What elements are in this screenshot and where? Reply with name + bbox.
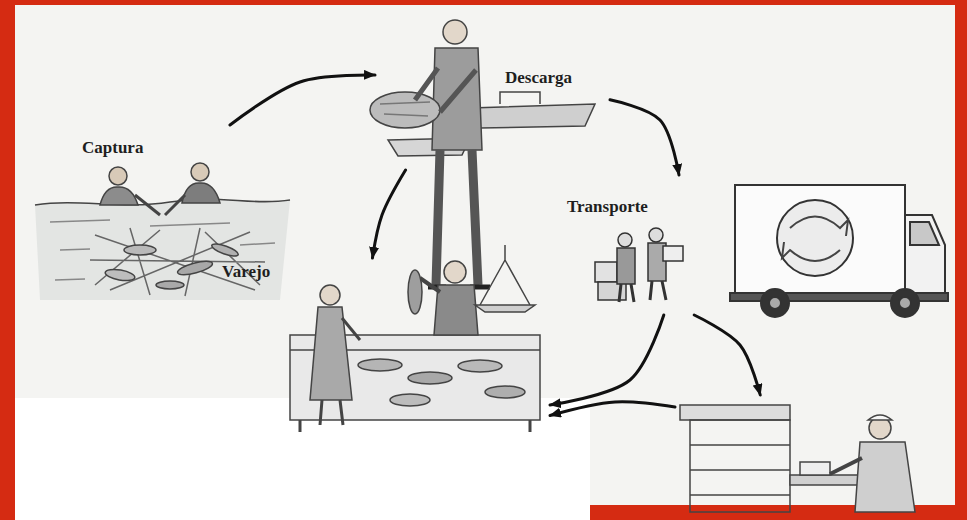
fishing-sketch-part [104, 267, 135, 282]
illustration-node: Descarga [375, 40, 610, 170]
retail-sketch-part [475, 305, 535, 312]
truck-sketch-part [761, 289, 789, 317]
flow-arrow [610, 100, 679, 175]
truck-sketch-part [663, 246, 683, 261]
retail-sketch-part [342, 318, 360, 340]
retail-sketch [290, 245, 540, 432]
retail-sketch-part [485, 386, 525, 398]
truck-sketch-part [649, 228, 663, 242]
flow-arrow [372, 170, 405, 258]
retail-sketch-part [420, 278, 440, 292]
fishing-sketch-part [35, 199, 290, 205]
retail-sketch-part [320, 400, 343, 425]
fishing-sketch-part [109, 167, 127, 185]
flow-arrow [694, 315, 760, 395]
truck-sketch-part [777, 200, 853, 276]
unloading-sketch-part [370, 92, 440, 128]
unloading-sketch-part [470, 104, 595, 128]
retail-sketch-part [408, 270, 422, 314]
processing-sketch [680, 405, 915, 512]
processing-sketch-part [830, 458, 862, 474]
fishing-sketch-part [191, 163, 209, 181]
retail-sketch-part [358, 359, 402, 371]
flow-arrow [550, 315, 664, 405]
fishing-sketch-part [100, 187, 138, 205]
retail-sketch-part [300, 420, 530, 432]
stage-label: Descarga [505, 68, 572, 88]
fishing-sketch-part [35, 199, 290, 300]
retail-sketch-part [320, 285, 340, 305]
stage-label: Varejo [222, 262, 270, 282]
truck-sketch-part [905, 215, 945, 293]
processing-sketch-part [800, 462, 830, 475]
stage-label: Captura [82, 138, 143, 158]
truck-sketch-part [769, 297, 781, 309]
fishing-sketch-part [210, 241, 239, 258]
fishing-sketch-part [165, 195, 185, 215]
fishing-sketch-part [135, 195, 160, 215]
processing-sketch-part [868, 415, 892, 420]
unloading-sketch-part [500, 92, 540, 104]
unloading-sketch-part [415, 68, 476, 112]
stage-label: Transporte [567, 197, 648, 217]
unloading-sketch-part [436, 150, 478, 285]
unloading-sketch [370, 20, 595, 287]
illustration-node [675, 395, 950, 515]
fishing-sketch [35, 163, 290, 300]
retail-sketch-part [390, 394, 430, 406]
truck-sketch-part [618, 233, 632, 247]
processing-sketch-part [690, 445, 790, 495]
truck-sketch-part [782, 217, 848, 262]
processing-sketch-part [680, 405, 790, 420]
retail-sketch-part [444, 261, 466, 283]
truck-sketch [595, 185, 948, 317]
fishing-sketch-part [156, 281, 184, 289]
fishing-sketch-part [124, 245, 156, 255]
illustration-node: Varejo [215, 258, 550, 435]
truck-sketch-part [910, 222, 939, 245]
retail-sketch-part [434, 285, 478, 335]
truck-sketch-part [735, 185, 905, 293]
unloading-sketch-part [432, 48, 482, 150]
truck-sketch-part [650, 281, 666, 300]
truck-sketch-part [899, 297, 911, 309]
unloading-sketch-part [380, 102, 430, 116]
truck-sketch-part [617, 248, 635, 284]
flow-arrow [230, 75, 375, 125]
processing-sketch-part [690, 420, 790, 512]
truck-sketch-part [891, 289, 919, 317]
retail-sketch-part [480, 245, 530, 305]
flow-arrow [550, 402, 675, 416]
illustration-node: Transporte [565, 175, 945, 315]
unloading-sketch-part [443, 20, 467, 44]
fishing-sketch-part [176, 259, 213, 278]
retail-sketch-part [458, 360, 502, 372]
fishing-sketch-part [182, 183, 220, 203]
processing-sketch-part [855, 442, 915, 512]
retail-sketch-part [408, 372, 452, 384]
truck-sketch-part [595, 262, 617, 282]
truck-sketch-part [619, 284, 634, 302]
